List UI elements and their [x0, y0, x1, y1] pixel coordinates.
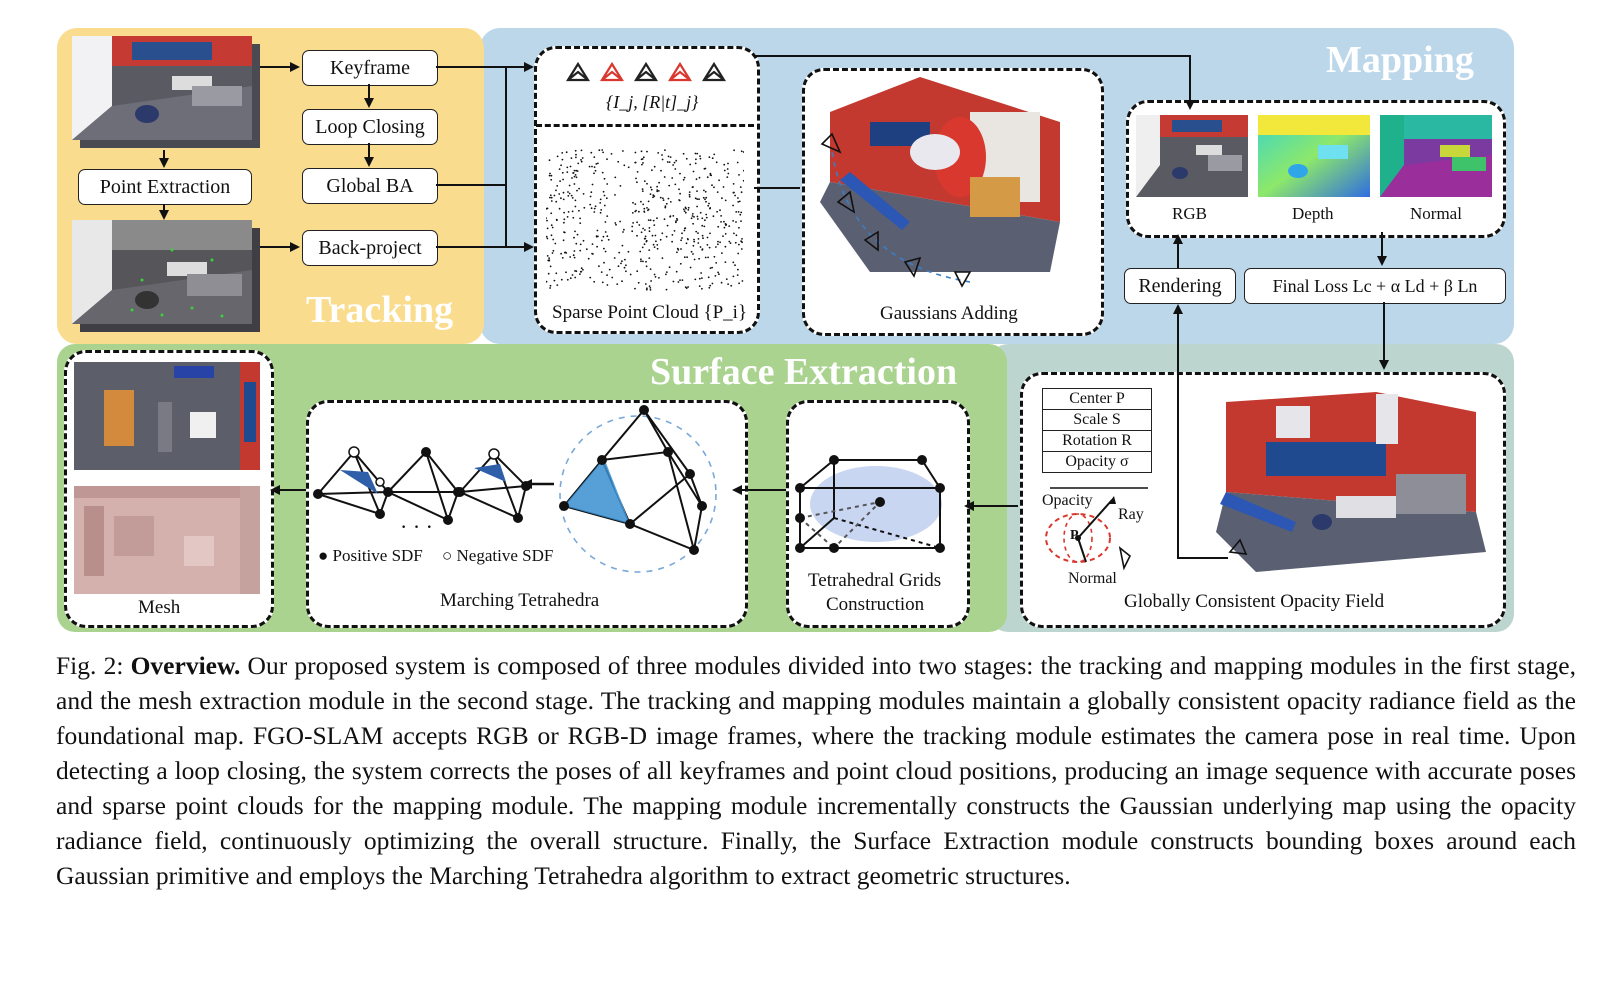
opacity-label: Opacity — [1042, 492, 1093, 509]
sparse-point-cloud-panel — [534, 46, 760, 334]
figure-caption: Fig. 2: Overview. Our proposed system is… — [56, 648, 1576, 893]
gaussians-adding-image — [810, 72, 1090, 300]
negative-sdf-label: Negative SDF — [456, 546, 554, 565]
input-frame-top — [72, 36, 260, 148]
normal-image — [1380, 115, 1492, 197]
rgb-label: RGB — [1172, 204, 1207, 223]
gaussian-ellipsoid-diagram — [1036, 482, 1156, 582]
opacity-field-image — [1196, 382, 1494, 572]
normal-arrow-label: Normal — [1068, 570, 1117, 587]
mesh-rgb-image — [74, 362, 260, 470]
pose-formula: {I_j, [R|t]_j} — [606, 92, 699, 112]
tetrahedral-grids-diagram — [790, 440, 960, 560]
mesh-label: Mesh — [138, 597, 181, 618]
mapping-title: Mapping — [1326, 39, 1474, 81]
overview-figure: Tracking Mapping Surface Extraction — [57, 28, 1514, 632]
caption-text: Our proposed system is composed of three… — [56, 651, 1576, 890]
tet-grids-label-1: Tetrahedral Grids — [808, 570, 942, 591]
back-project-box: Back-project — [302, 230, 438, 266]
gaussians-adding-label: Gaussians Adding — [880, 303, 1018, 324]
caption-label: Fig. 2: — [56, 651, 131, 680]
sparse-point-cloud-label: Sparse Point Cloud {P_i} — [552, 302, 748, 323]
tet-grids-label-2: Construction — [826, 594, 925, 615]
depth-label: Depth — [1292, 204, 1334, 223]
normal-label: Normal — [1410, 204, 1462, 223]
panel-divider — [536, 124, 754, 127]
prop-center: Center P — [1043, 389, 1151, 410]
negative-sdf-legend: ○ Negative SDF — [442, 546, 554, 565]
surface-title: Surface Extraction — [650, 351, 958, 393]
ellipsis: · · · — [400, 514, 433, 539]
mesh-result-image — [74, 486, 260, 594]
input-frame-bottom — [72, 220, 260, 332]
loop-closing-box: Loop Closing — [302, 109, 438, 145]
positive-sdf-legend: ● Positive SDF — [318, 546, 423, 565]
gaussian-properties-table: Center P Scale S Rotation R Opacity σ — [1042, 388, 1152, 473]
prop-opacity: Opacity σ — [1065, 453, 1129, 470]
prop-rotation: Rotation R — [1043, 431, 1151, 452]
tracking-title: Tracking — [306, 289, 454, 331]
global-ba-box: Global BA — [302, 168, 438, 204]
sparse-point-cloud-image — [546, 140, 744, 300]
prop-scale: Scale S — [1043, 410, 1151, 431]
p-label: P — [1070, 528, 1079, 543]
camera-poses-icon — [562, 56, 728, 86]
depth-image — [1258, 115, 1370, 197]
opacity-field-label: Globally Consistent Opacity Field — [1124, 591, 1385, 612]
point-extraction-box: Point Extraction — [78, 169, 252, 205]
marching-tetrahedra-label: Marching Tetrahedra — [440, 590, 600, 611]
caption-bold: Overview. — [130, 651, 241, 680]
marching-tetrahedra-diagram — [310, 402, 740, 580]
keyframe-box: Keyframe — [302, 50, 438, 86]
ray-label: Ray — [1118, 506, 1144, 523]
final-loss-box: Final Loss Lc + α Ld + β Ln — [1244, 268, 1506, 304]
rendering-box: Rendering — [1124, 268, 1236, 304]
positive-sdf-label: Positive SDF — [332, 546, 423, 565]
rgb-image — [1136, 115, 1248, 197]
